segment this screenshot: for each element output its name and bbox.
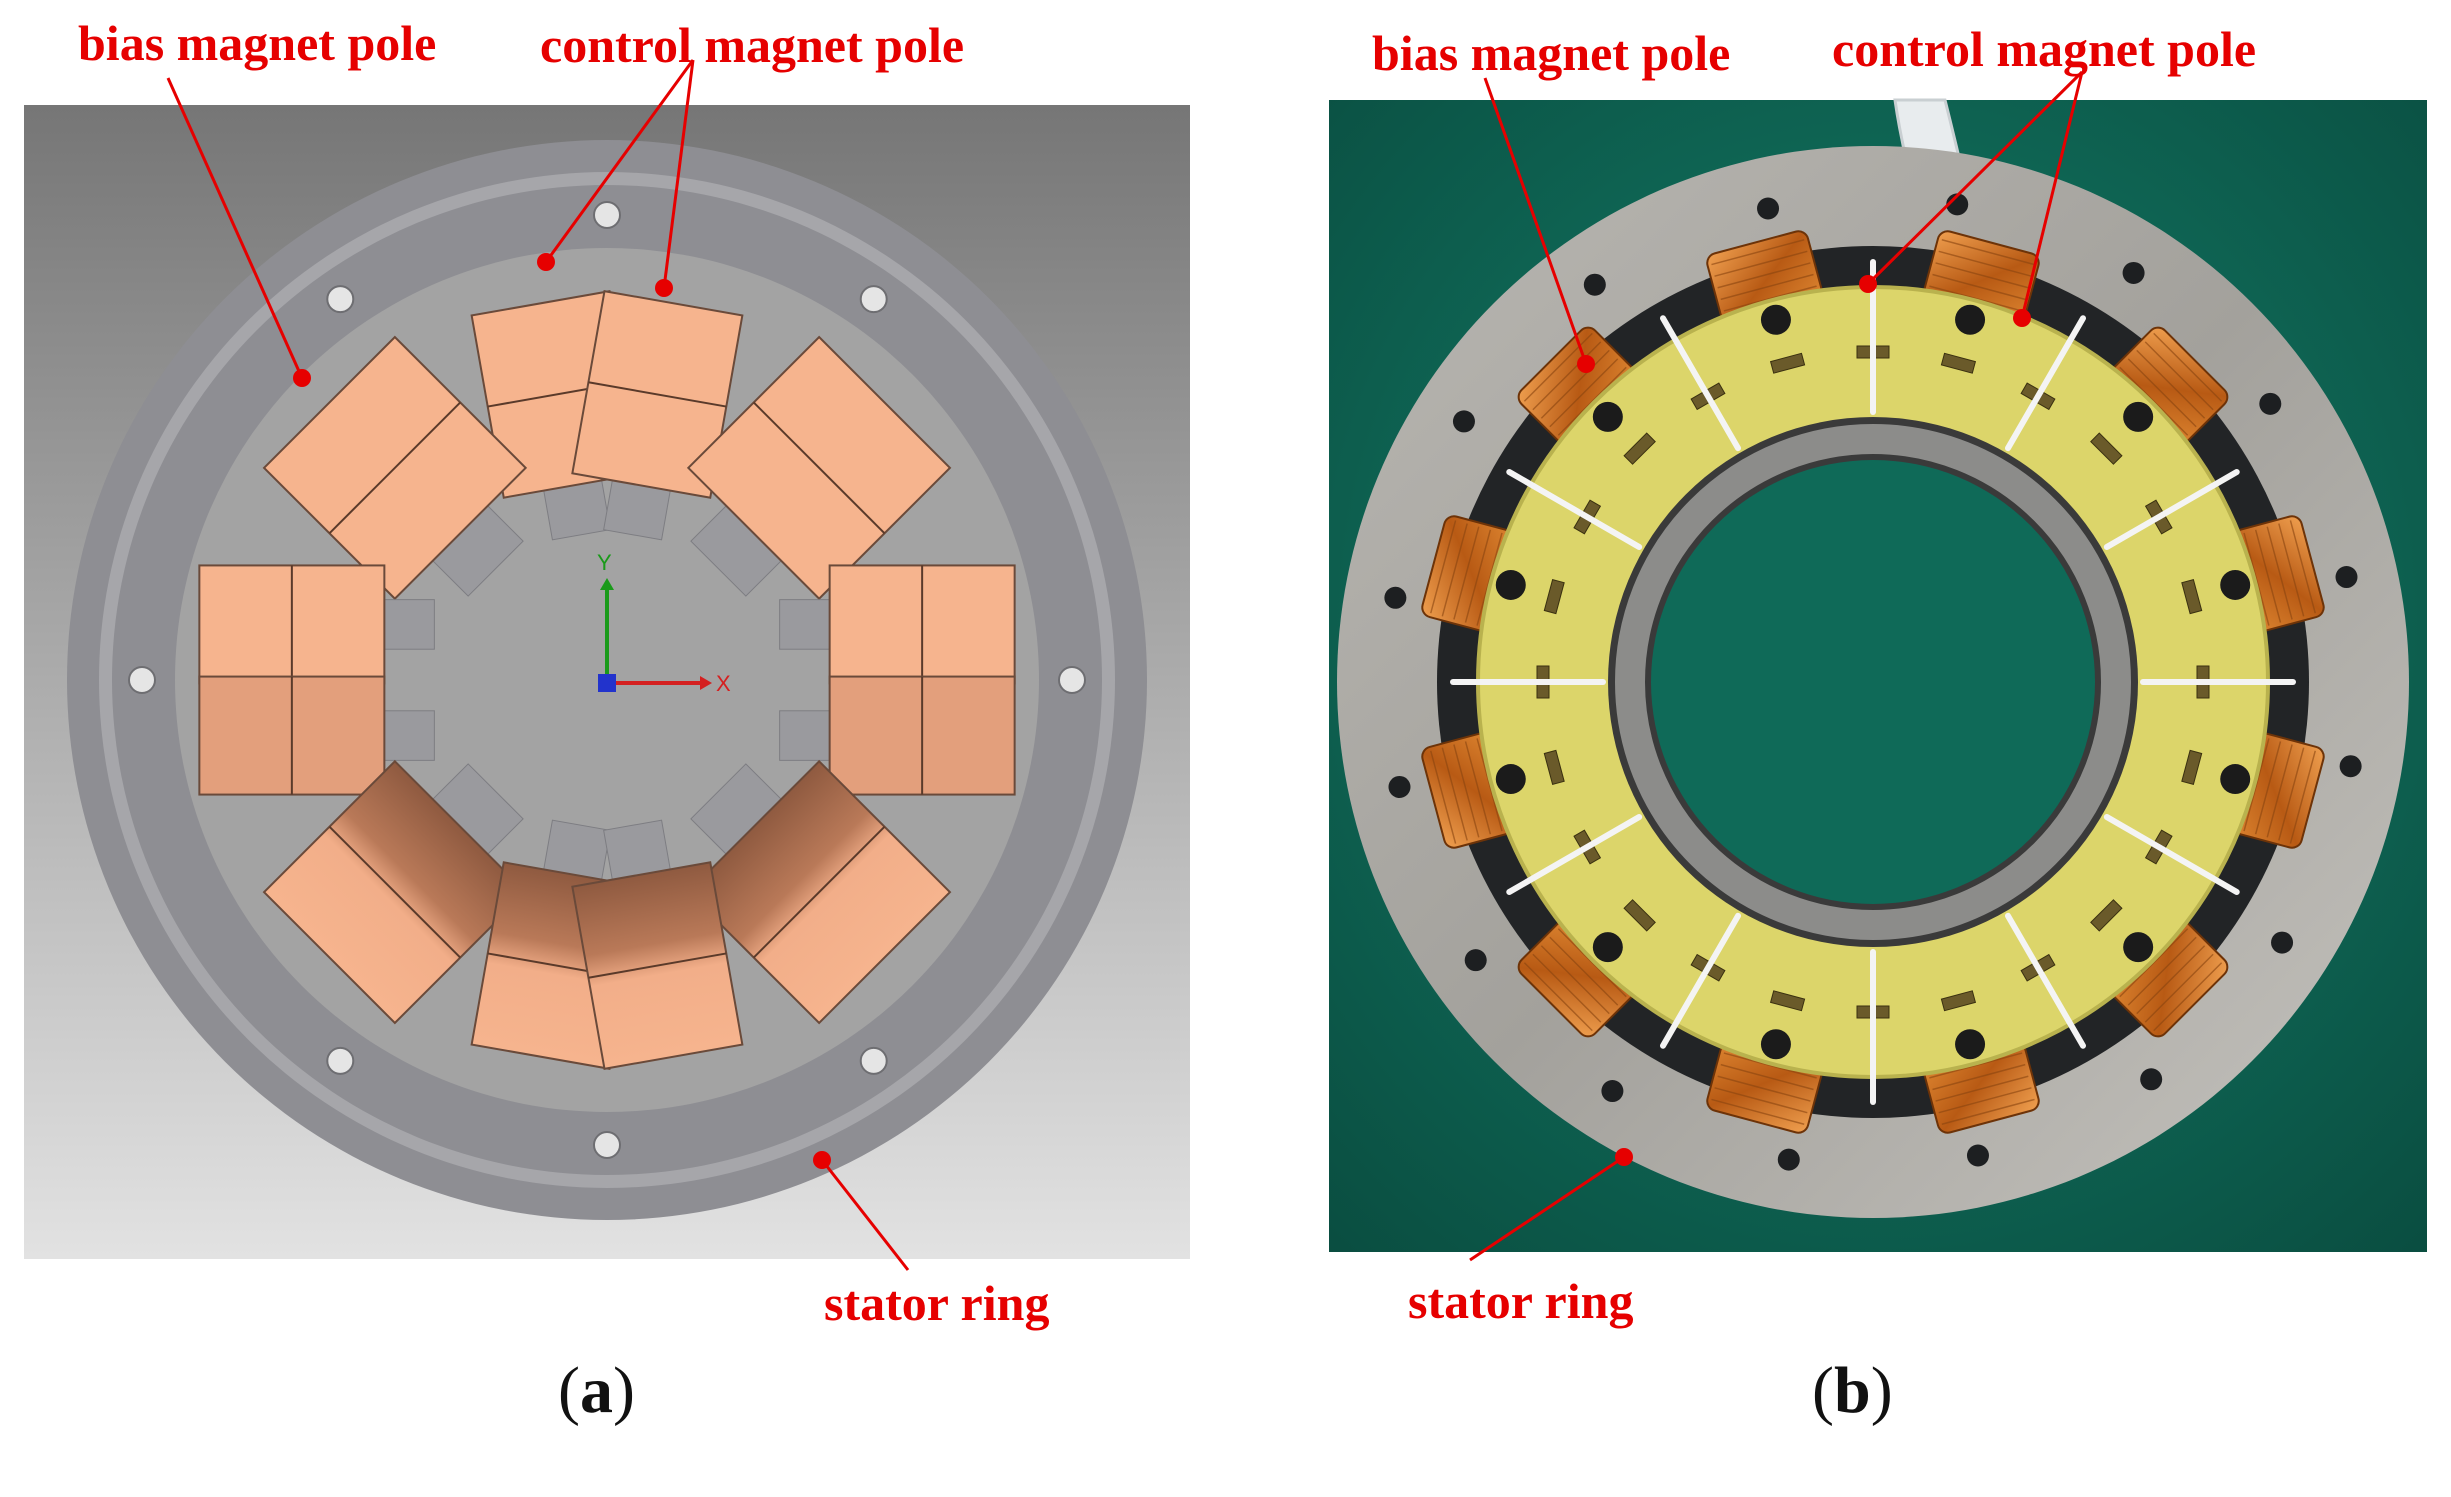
pcb-hole bbox=[2220, 764, 2251, 795]
control-magnet-pole-label-b: control magnet pole bbox=[1832, 21, 2256, 77]
x-axis-label: X bbox=[716, 671, 731, 696]
cable-tie bbox=[2103, 814, 2240, 895]
panel-b: bias magnet pole control magnet pole sta… bbox=[1329, 21, 2427, 1427]
mounting-hole bbox=[2339, 755, 2362, 778]
control-magnet-pole bbox=[198, 675, 435, 796]
pcb-slot bbox=[2090, 899, 2123, 932]
mounting-hole bbox=[1452, 410, 1475, 433]
pcb-ring bbox=[1476, 285, 2270, 1079]
pcb-hole bbox=[1955, 304, 1986, 335]
pcb-slot bbox=[2181, 578, 2203, 615]
control-magnet-pole bbox=[571, 819, 744, 1071]
pcb-hole bbox=[1592, 401, 1623, 432]
mounting-hole bbox=[1384, 586, 1407, 609]
pcb-hole bbox=[1955, 1029, 1986, 1060]
pcb-hole bbox=[2220, 569, 2251, 600]
mounting-hole bbox=[2259, 392, 2282, 415]
cable-tie bbox=[1660, 912, 1741, 1049]
mounting-hole bbox=[1777, 1148, 1800, 1171]
pcb-hole bbox=[1495, 569, 1526, 600]
pcb-hole bbox=[1495, 764, 1526, 795]
rotor-laminations bbox=[1615, 424, 2131, 940]
pcb-slot bbox=[2090, 432, 2123, 465]
bias-magnet-pole bbox=[686, 335, 952, 601]
mounting-hole bbox=[1464, 949, 1487, 972]
pcb-slot bbox=[1543, 749, 1565, 786]
cable-tie bbox=[1506, 469, 1643, 550]
mounting-hole bbox=[1058, 666, 1086, 694]
pcb-slot bbox=[1769, 990, 1806, 1012]
mounting-hole bbox=[1946, 193, 1969, 216]
mounting-hole bbox=[2122, 261, 2145, 284]
panel-b-caption: (b) bbox=[1812, 1354, 1893, 1427]
control-magnet-pole bbox=[779, 564, 1016, 685]
stator-ring-label-a: stator ring bbox=[824, 1275, 1049, 1331]
callouts-a: bias magnet pole control magnet pole sta… bbox=[78, 15, 1049, 1331]
mounting-hole bbox=[2140, 1068, 2163, 1091]
mounting-hole bbox=[2335, 566, 2358, 589]
mounting-hole bbox=[859, 1046, 888, 1075]
bias-magnet-pole-label-a: bias magnet pole bbox=[78, 15, 436, 71]
bias-magnet-pole bbox=[686, 759, 952, 1025]
mounting-hole bbox=[326, 1046, 355, 1075]
control-magnet-pole bbox=[571, 289, 744, 541]
mounting-holes-a bbox=[128, 201, 1086, 1159]
pcb-slot bbox=[1940, 352, 1977, 374]
mounting-hole bbox=[2271, 931, 2294, 954]
pcb-slot bbox=[1623, 432, 1656, 465]
bias-magnet-pole-label-b: bias magnet pole bbox=[1372, 25, 1730, 81]
panel-a: Y X bias magnet pole control magnet pole… bbox=[24, 15, 1190, 1427]
pcb-hole bbox=[1760, 304, 1791, 335]
mounting-hole bbox=[326, 285, 355, 314]
pcb-hole bbox=[2123, 932, 2154, 963]
y-axis-label: Y bbox=[597, 550, 612, 575]
cable-tie bbox=[1660, 315, 1741, 452]
mounting-hole bbox=[1388, 775, 1411, 798]
cable-tie bbox=[1506, 814, 1643, 895]
pcb-slot bbox=[1623, 899, 1656, 932]
bias-magnet-pole bbox=[262, 759, 528, 1025]
panel-a-caption: (a) bbox=[558, 1354, 635, 1427]
coordinate-axes: Y X bbox=[597, 550, 731, 696]
control-magnet-pole bbox=[198, 564, 435, 685]
cable-tie bbox=[2005, 912, 2086, 1049]
mounting-hole bbox=[128, 666, 156, 694]
pcb-slot bbox=[1769, 352, 1806, 374]
pcb-slot bbox=[1940, 990, 1977, 1012]
mounting-hole bbox=[593, 1131, 621, 1159]
mounting-hole bbox=[1757, 197, 1780, 220]
callouts-b: bias magnet pole control magnet pole sta… bbox=[1372, 21, 2256, 1329]
pcb-hole bbox=[1760, 1029, 1791, 1060]
control-magnet-pole-label-a: control magnet pole bbox=[540, 17, 964, 73]
pcb-details bbox=[1450, 259, 2296, 1105]
mounting-hole bbox=[1966, 1144, 1989, 1167]
pcb-slot bbox=[2181, 749, 2203, 786]
stator-ring-label-b: stator ring bbox=[1408, 1273, 1633, 1329]
bias-magnet-pole bbox=[262, 335, 528, 601]
mounting-hole bbox=[1601, 1080, 1624, 1103]
mounting-hole bbox=[859, 285, 888, 314]
pcb-hole bbox=[2123, 401, 2154, 432]
pcb-hole bbox=[1592, 932, 1623, 963]
cable-tie bbox=[2005, 315, 2086, 452]
mounting-hole bbox=[593, 201, 621, 229]
cable-tie bbox=[2103, 469, 2240, 550]
pcb-slot bbox=[1543, 578, 1565, 615]
control-magnet-pole bbox=[779, 675, 1016, 796]
magnet-poles-a bbox=[198, 289, 1016, 1071]
mounting-holes-b bbox=[1384, 193, 2362, 1171]
mounting-hole bbox=[1583, 273, 1606, 296]
